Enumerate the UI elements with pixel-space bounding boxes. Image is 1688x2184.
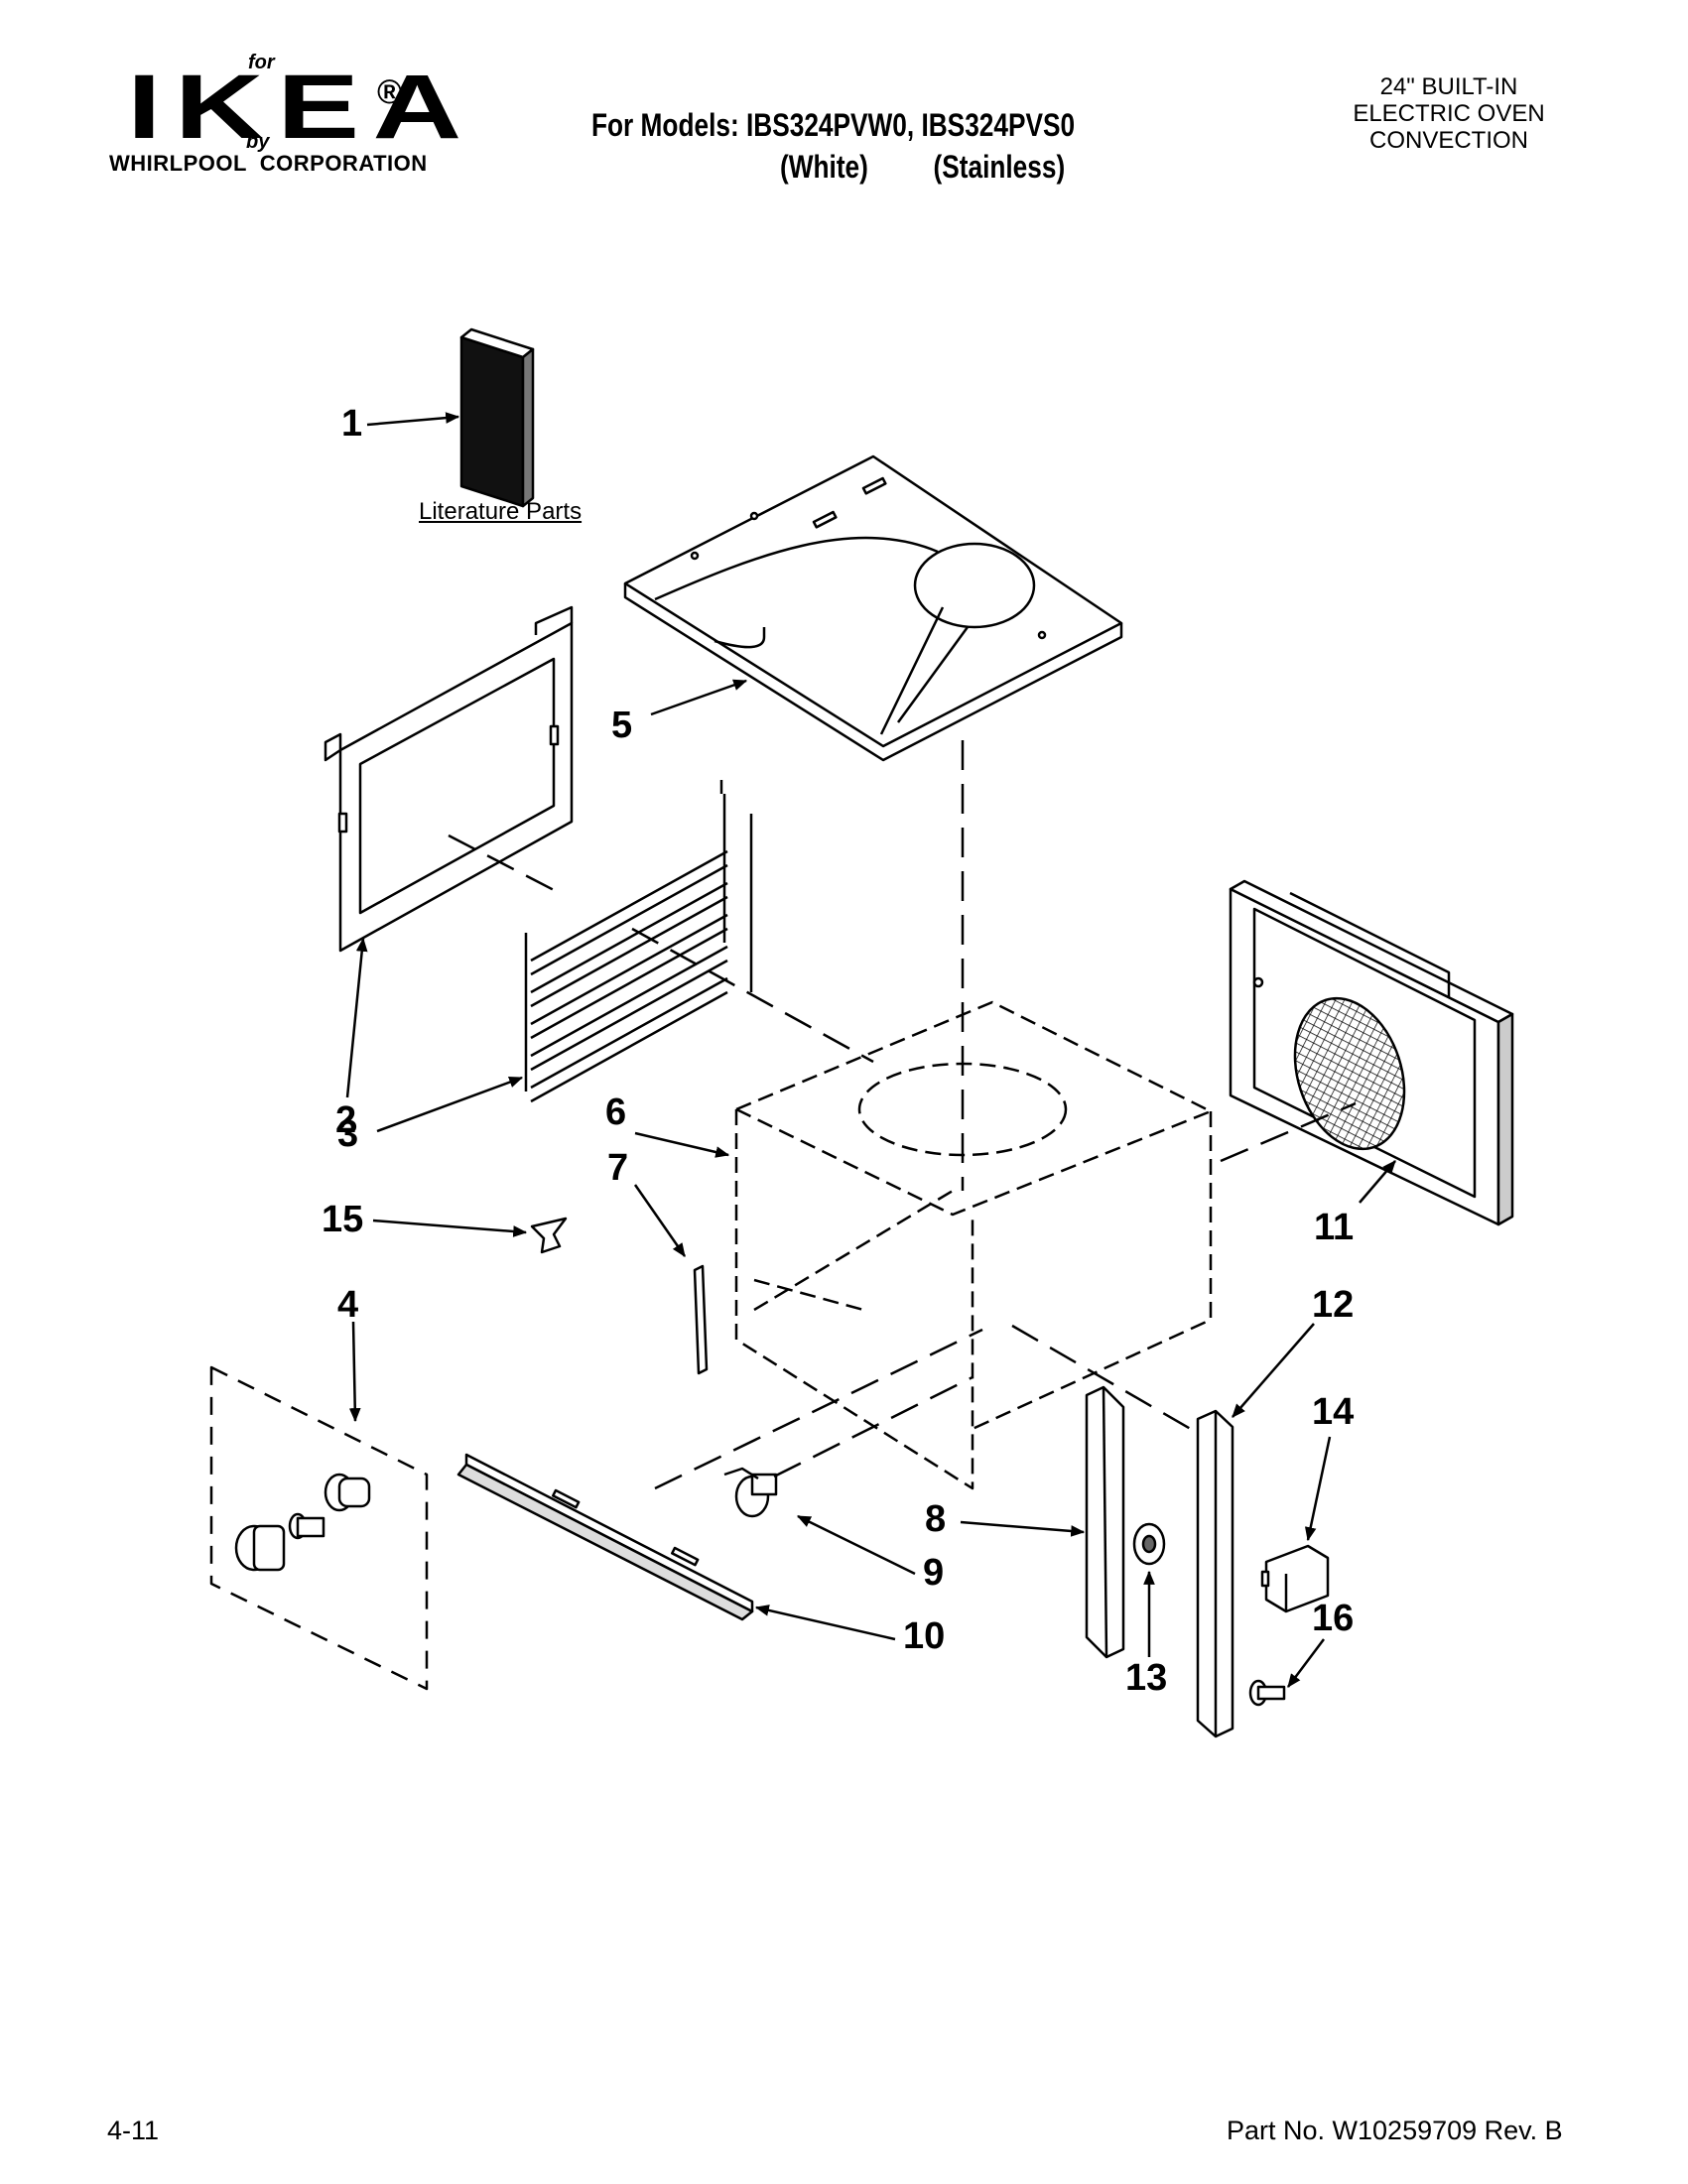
manufacturer-name: WHIRLPOOL CORPORATION <box>109 151 428 176</box>
model-numbers: For Models: IBS324PVW0, IBS324PVS0 <box>591 107 1076 143</box>
callout-8: 8 <box>925 1498 947 1540</box>
registered-mark: ® <box>377 73 403 111</box>
callout-13: 13 <box>1125 1657 1168 1699</box>
literature-parts-label: Literature Parts <box>419 498 583 525</box>
callout-10: 10 <box>903 1615 946 1657</box>
callout-5: 5 <box>611 705 633 746</box>
grommet-part <box>1132 1522 1166 1566</box>
logo-for-text: for <box>248 52 275 73</box>
callout-14: 14 <box>1312 1391 1355 1433</box>
page-number: 4-11 <box>107 2116 160 2145</box>
callout-15: 15 <box>322 1199 364 1240</box>
assembly-lines <box>448 740 1357 1490</box>
callout-2: 2 <box>335 1099 357 1141</box>
relay-module-part <box>1260 1544 1330 1613</box>
logo-by-text: by <box>246 131 270 153</box>
oven-rack <box>524 780 753 1103</box>
side-trim-left <box>1085 1385 1125 1659</box>
callout-9: 9 <box>923 1552 945 1594</box>
side-trim-right <box>1196 1409 1234 1738</box>
callout-12: 12 <box>1312 1284 1355 1326</box>
ikea-logo: IKEA <box>127 57 475 158</box>
product-line-1: 24" BUILT-IN <box>1379 73 1518 100</box>
callout-7: 7 <box>607 1147 629 1189</box>
product-description: 24" BUILT-IN ELECTRIC OVEN CONVECTION <box>1320 73 1578 154</box>
clip-part <box>530 1217 568 1254</box>
callout-arrows <box>345 412 1396 1688</box>
knob-assembly <box>209 1365 429 1691</box>
product-line-3: CONVECTION <box>1368 127 1528 154</box>
callout-3: 3 <box>337 1113 359 1155</box>
bottom-trim-part <box>456 1453 754 1621</box>
callout-11: 11 <box>1314 1207 1355 1248</box>
callout-6: 6 <box>605 1092 627 1133</box>
switch-part <box>723 1467 778 1518</box>
model-variants: (White) (Stainless) <box>780 149 1066 185</box>
gasket-frame <box>324 605 574 953</box>
callout-1: 1 <box>341 403 363 445</box>
top-shield-panel <box>623 454 1123 762</box>
convection-fan-cover <box>1229 879 1514 1226</box>
callout-4: 4 <box>337 1284 359 1326</box>
oven-cavity-dashed <box>734 1000 1213 1490</box>
product-line-2: ELECTRIC OVEN <box>1353 100 1545 127</box>
trim-strip-part <box>693 1264 709 1375</box>
screw-part <box>1248 1679 1286 1707</box>
callout-16: 16 <box>1312 1598 1355 1639</box>
literature-manual-part <box>459 327 535 508</box>
part-number: Part No. W10259709 Rev. B <box>1227 2116 1563 2145</box>
